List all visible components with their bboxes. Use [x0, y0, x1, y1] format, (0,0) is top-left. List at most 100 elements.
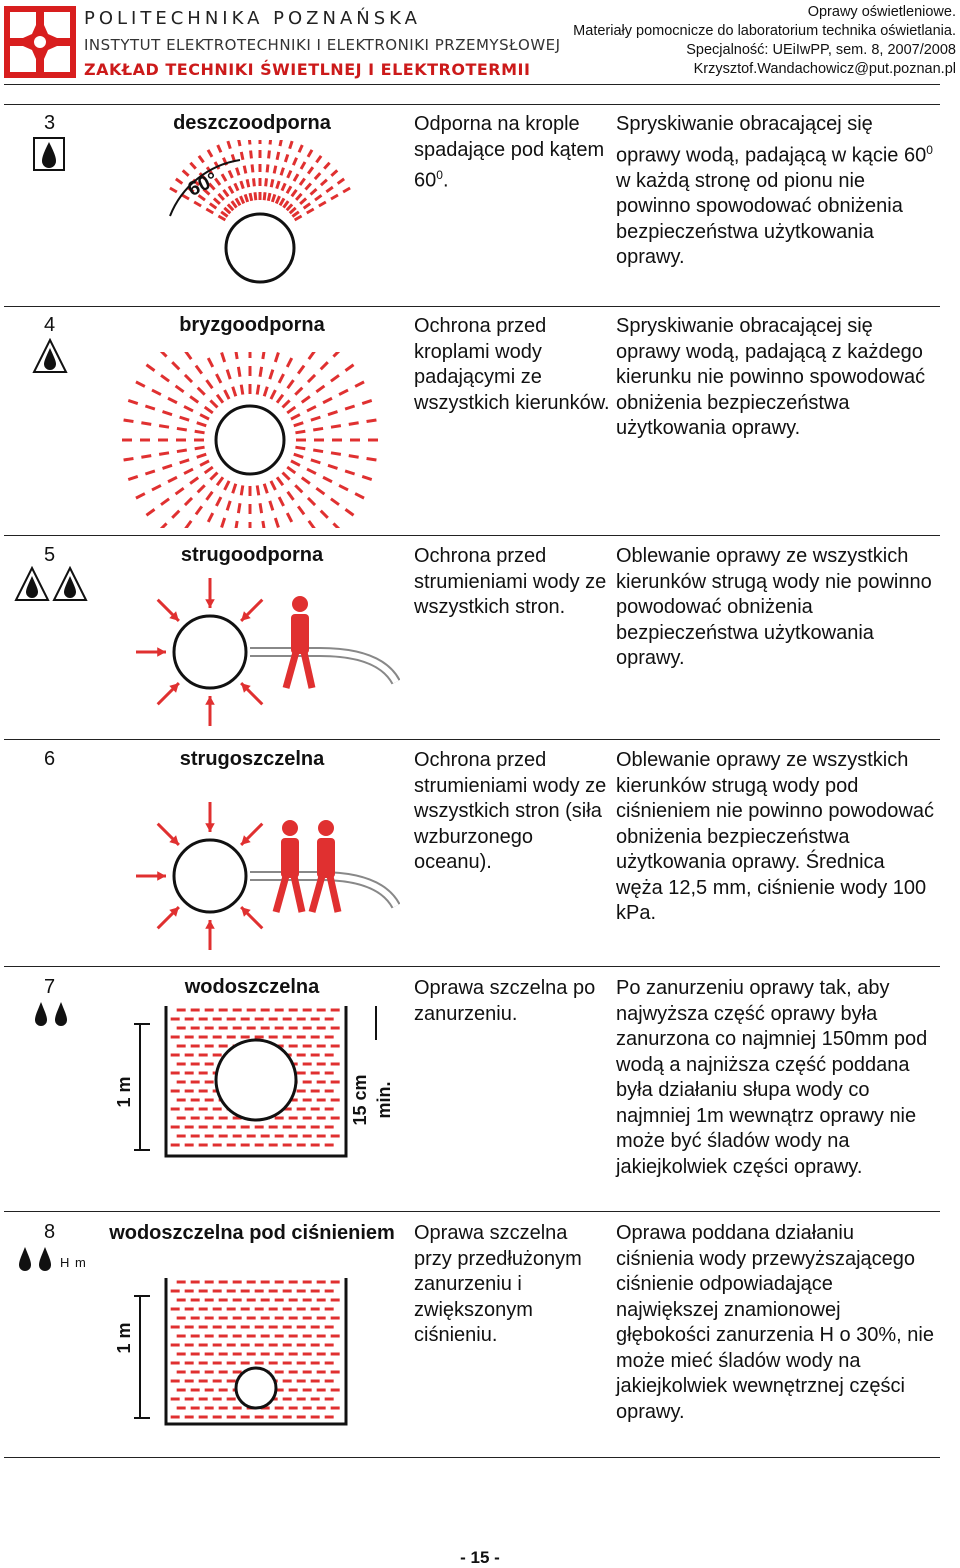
- firefighter-leg: [300, 651, 316, 689]
- splash-mark: [184, 350, 193, 360]
- arrow-head: [157, 871, 166, 881]
- splash-mark: [277, 496, 285, 507]
- rain-drop-mark: [250, 164, 255, 173]
- rain-drop-mark: [217, 192, 225, 201]
- splash-mark: [225, 500, 232, 511]
- splash-mark: [296, 505, 306, 516]
- splash-mark: [225, 369, 232, 380]
- splash-mark: [348, 454, 359, 459]
- rain-drop-mark: [169, 186, 178, 194]
- splash-mark: [275, 393, 285, 404]
- splash-mark: [196, 386, 206, 396]
- splash-mark: [176, 426, 188, 432]
- rain-drop-mark: [223, 206, 232, 215]
- double-drop-icon: [30, 1000, 74, 1035]
- rain-drop-mark: [291, 157, 298, 166]
- rain-drop-mark: [197, 194, 206, 202]
- double-drop-pressure-icon: [14, 1245, 94, 1280]
- splash-mark: [162, 410, 173, 417]
- table-top-rule: [4, 104, 940, 105]
- splash-mark: [330, 451, 342, 456]
- splash-mark: [296, 364, 306, 375]
- rain-drop-mark: [323, 161, 331, 170]
- splash-mark: [286, 379, 295, 390]
- rain-drop-mark: [220, 210, 229, 218]
- institute-name: INSTYTUT ELEKTROTECHNIKI I ELEKTRONIKI P…: [84, 36, 561, 54]
- rain-drop-mark: [269, 179, 275, 188]
- splash-mark: [144, 469, 156, 476]
- table-bottom-rule: [4, 1457, 940, 1458]
- splash-mark: [262, 386, 269, 397]
- rain-drop-mark: [205, 207, 214, 215]
- splash-mark: [286, 490, 295, 501]
- splash-mark: [319, 509, 329, 519]
- protection-name: wodoszczelna pod ciśnieniem: [109, 1222, 395, 1244]
- splash-mark: [258, 502, 264, 514]
- rain-drop-mark: [306, 166, 315, 175]
- drop-square-icon: [20, 134, 70, 179]
- header-rule: [4, 84, 940, 85]
- firefighter-head: [292, 596, 308, 612]
- rain-drop-mark: [208, 202, 218, 210]
- doc-specialty: Specjalność: UEiIwPP, sem. 8, 2007/2008: [686, 42, 956, 58]
- rain-drop-mark: [252, 178, 256, 187]
- rain-drop-mark: [292, 173, 300, 182]
- rain-drop-mark: [275, 151, 281, 161]
- rain-drop-mark: [181, 193, 190, 201]
- splash-mark: [319, 361, 329, 371]
- rain-drop-mark: [298, 177, 306, 186]
- firefighter-body: [317, 838, 335, 878]
- splash-mark: [310, 415, 321, 422]
- depth-label-15cm: 15 cm: [350, 1074, 370, 1125]
- splash-mark: [231, 483, 238, 494]
- splash-mark: [306, 405, 317, 413]
- rain-drop-mark: [268, 136, 273, 145]
- rain-drop-mark: [253, 192, 258, 201]
- protection-name: strugoodporna: [180, 544, 324, 566]
- firefighter-body: [291, 614, 309, 654]
- row-number: 7: [44, 976, 56, 998]
- splash-mark: [127, 399, 139, 405]
- rain-drop-mark: [291, 210, 300, 218]
- splash-mark: [295, 445, 306, 451]
- protection-description: Oprawa szczelna przy przedłużonym zanurz…: [414, 1222, 582, 1346]
- rain-drop-mark: [213, 161, 221, 170]
- splash-mark: [348, 421, 359, 426]
- splash-mark: [315, 486, 326, 496]
- pressure-tank-illustration: 1 m: [100, 1272, 400, 1437]
- arrow-head: [205, 920, 215, 929]
- splash-mark: [306, 373, 317, 384]
- rain-drop-mark: [288, 206, 297, 215]
- page-number: - 15 -: [460, 1548, 500, 1567]
- splash-mark: [176, 448, 188, 454]
- splash-mark: [135, 380, 146, 388]
- rain-drop-mark: [295, 192, 303, 201]
- row-divider: [4, 966, 940, 967]
- rain-drop-mark: [299, 197, 308, 205]
- rain-drop-mark: [283, 153, 290, 163]
- rain-drop-mark: [227, 169, 234, 179]
- splash-mark: [294, 386, 304, 396]
- luminaire-circle: [234, 1366, 278, 1410]
- splash-mark: [189, 476, 200, 485]
- rain-drop-mark: [278, 137, 284, 147]
- university-logo: [4, 6, 76, 78]
- water-hose-inner: [250, 649, 399, 684]
- firefighter-leg: [272, 875, 290, 913]
- rain-drop-mark: [330, 169, 339, 177]
- rain-drop-mark: [233, 182, 240, 192]
- rain-drop-mark: [247, 136, 252, 145]
- rain-drop-mark: [216, 144, 223, 153]
- splash-mark: [160, 374, 170, 383]
- rain-drop-mark: [297, 144, 304, 153]
- rain-drop-mark: [248, 192, 254, 202]
- rain-drop-mark: [265, 164, 270, 173]
- firefighter-leg: [326, 875, 342, 913]
- depth-label-min: min.: [374, 1081, 394, 1118]
- rain-drop-mark: [262, 192, 267, 201]
- splash-mark: [322, 475, 333, 484]
- splash-mark: [158, 348, 168, 358]
- splash-mark: [310, 458, 321, 465]
- splash-mark: [145, 363, 156, 372]
